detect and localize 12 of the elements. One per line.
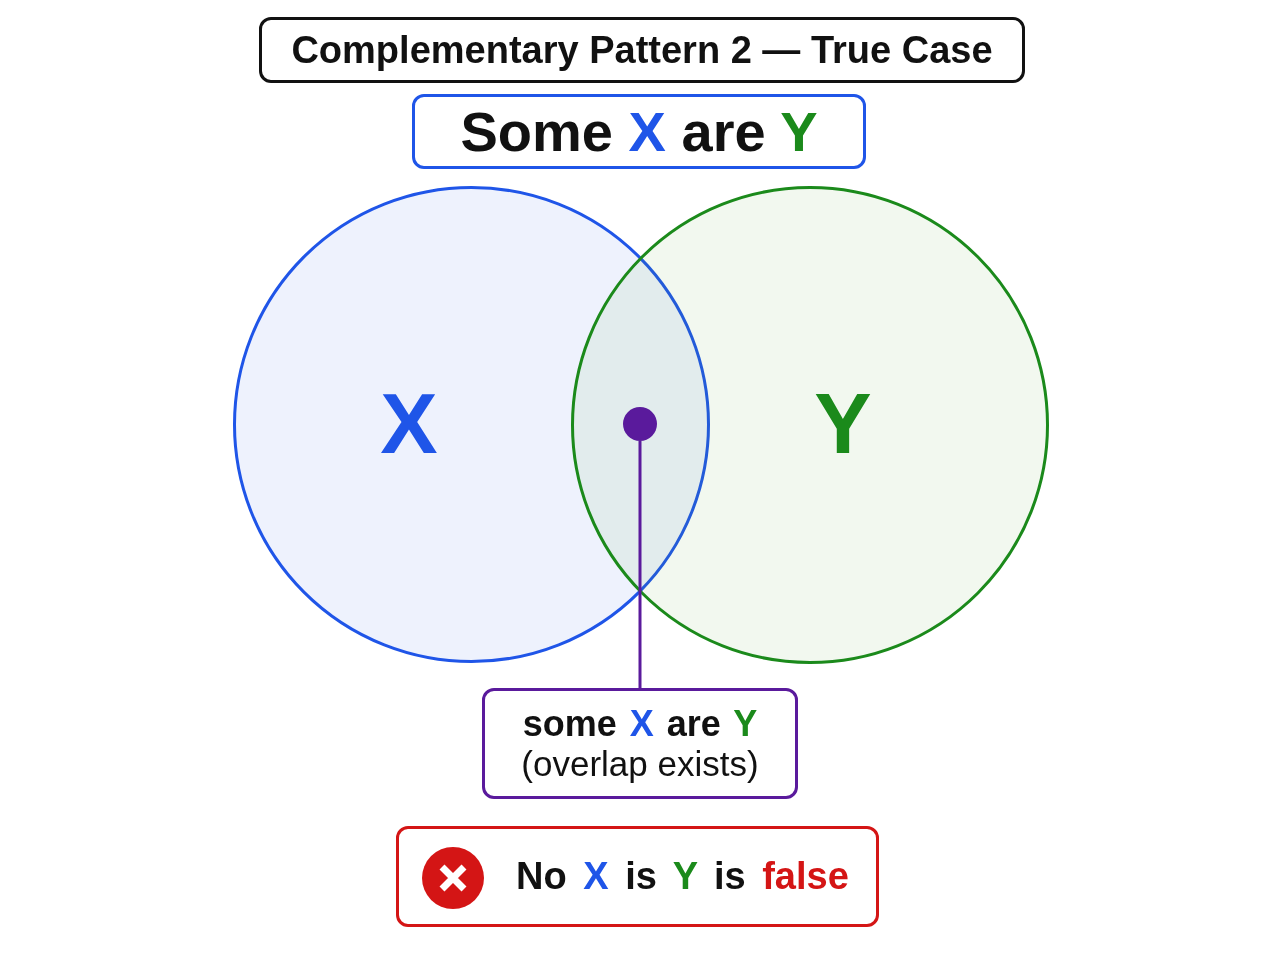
- annotation-box: [482, 688, 798, 799]
- dot-icon: [623, 407, 657, 441]
- leader-line: [638, 441, 642, 688]
- result-box: [396, 826, 879, 927]
- set-label: Y: [814, 380, 872, 466]
- set-circle: [571, 186, 1049, 664]
- annotation-text: some X are Y: [522, 702, 758, 745]
- diagram-title: Complementary Pattern 2 — True Case: [259, 17, 1025, 83]
- annotation-note: (overlap exists): [521, 744, 759, 785]
- statement-box: Some X are Y: [412, 94, 866, 169]
- result-text: No X is Y is false: [516, 854, 849, 899]
- set-label: X: [380, 380, 438, 466]
